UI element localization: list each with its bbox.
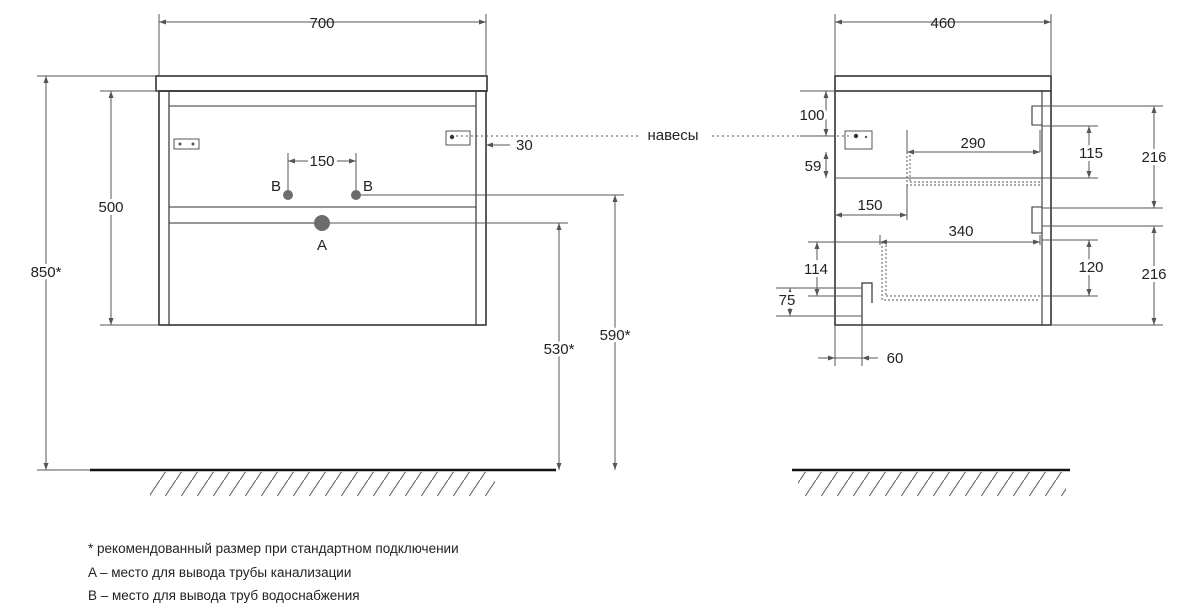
side-upper-drawer-depth-label: 290 [960,135,985,152]
front-countertop [155,75,488,92]
front-width-label: 700 [309,15,334,32]
front-dimension-arrows [43,19,618,470]
side-hanger [844,130,873,150]
side-hanger-screw [853,133,859,139]
side-upper-handle [1031,105,1042,126]
side-cutout-depth-label: 150 [857,197,882,214]
side-plinth-label: 60 [887,350,904,367]
side-dimension-arrows [787,19,1157,361]
supply-outlet-note: B – место для вывода труб водоснабжения [88,588,360,603]
side-lower-notch-label: 114 [804,261,828,278]
front-pipe-spacing-label: 150 [309,153,334,170]
side-lower-front-height-label: 216 [1141,266,1166,283]
front-body-height-label: 500 [98,199,123,216]
drain-mark: A [317,237,327,254]
supply-mark-right: B [363,178,373,195]
side-plinth-notch [861,282,873,325]
hangers-label: навесы [647,127,698,144]
front-right-hanger-screw [449,134,455,140]
front-dimension-lines [37,14,624,471]
front-body [158,90,487,326]
side-bottom-notch-label: 75 [779,292,796,309]
front-floor-hatch [150,472,495,496]
front-right-hanger [445,130,471,146]
front-left-hanger [173,138,200,150]
front-drain-height-label: 530* [544,341,575,358]
side-upper-front-height-label: 216 [1141,149,1166,166]
side-dimension-lines [776,14,1163,366]
asterisk-note: * рекомендованный размер при стандартном… [88,541,459,556]
side-lower-handle [1031,206,1042,234]
front-height-label: 850* [31,264,62,281]
side-upper-drawer [906,152,1040,186]
side-depth-label: 460 [930,15,955,32]
side-view: 460 100 290 59 115 216 150 340 114 120 2… [712,14,1170,496]
side-lower-drawer-height-label: 120 [1078,259,1103,276]
side-lower-drawer [881,242,1040,301]
side-upper-drawer-base-label: 59 [805,158,822,175]
side-countertop [834,75,1052,92]
front-cabinet [155,75,488,326]
supply-outlet-left [283,190,293,200]
side-hanger-screw [864,135,868,139]
front-supply-height-label: 590* [600,327,631,344]
supply-outlet-right [351,190,361,200]
side-lower-drawer-depth-label: 340 [948,223,973,240]
front-hanger-offset-label: 30 [516,137,533,154]
side-top-offset-label: 100 [799,107,824,124]
front-view: B B A [28,14,640,496]
supply-mark-left: B [271,178,281,195]
side-upper-drawer-height-label: 115 [1079,145,1103,162]
front-left-hanger-screw [191,142,195,146]
drain-outlet-note: A – место для вывода трубы канализации [88,565,352,580]
drain-outlet [314,215,330,231]
side-floor-hatch [798,472,1066,496]
front-left-hanger-screw [178,142,182,146]
